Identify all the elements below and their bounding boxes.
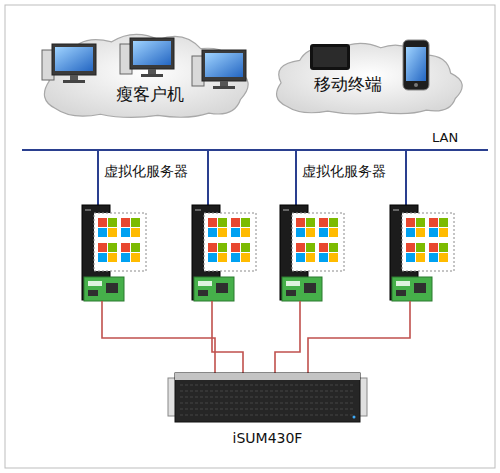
cloud-label: 移动终端 (293, 73, 403, 96)
cloud-label: 瘦客户机 (95, 83, 205, 106)
drive-vent (180, 397, 355, 398)
fc-wire (102, 301, 215, 375)
chassis-top (175, 373, 360, 380)
lan-drop (295, 150, 297, 205)
cloud-shape (35, 28, 260, 120)
server-symbol (192, 205, 256, 301)
network-label: LAN (432, 130, 458, 145)
server-label: 虚拟化服务器 (302, 163, 386, 181)
cloud-outline (44, 34, 248, 117)
drive-vent (180, 409, 355, 410)
fc-wire (275, 301, 300, 375)
drive-vent (180, 415, 355, 416)
server-symbol (390, 205, 454, 301)
cloud-outline (277, 43, 463, 114)
server-symbol (280, 205, 344, 301)
storage-node: iSUM430F (160, 370, 375, 455)
fc-wire (308, 301, 410, 375)
device-label: iSUM430F (160, 430, 375, 446)
drive-vent (180, 391, 355, 392)
drive-vent (180, 403, 355, 404)
outer-frame (5, 5, 495, 468)
cloud-node: 移动终端 (268, 38, 473, 116)
storage-array-shape (160, 370, 375, 426)
server-label: 虚拟化服务器 (104, 163, 188, 181)
lan-drop (405, 150, 407, 205)
fc-wire (212, 301, 243, 375)
lan-drop (207, 150, 209, 205)
lan-line (22, 149, 488, 151)
drive-vent (180, 385, 355, 386)
storage-chassis (175, 373, 360, 422)
cloud-node: 瘦客户机 (35, 28, 260, 120)
lan-drop (97, 150, 99, 205)
status-led (353, 416, 356, 419)
server-symbol (82, 205, 146, 301)
fc-wires (102, 301, 410, 375)
